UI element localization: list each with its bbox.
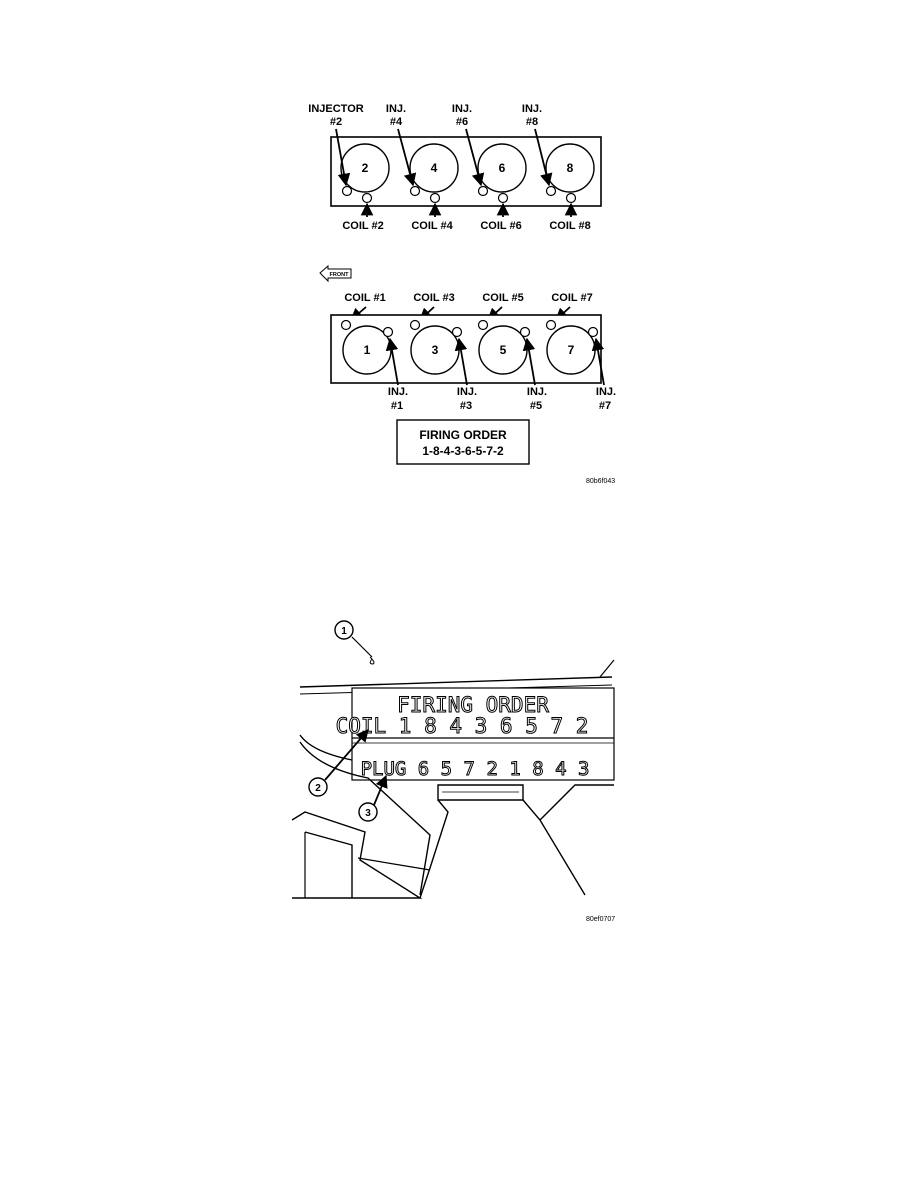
injector-8-number: #8: [526, 116, 538, 128]
cylinder-6-number: 6: [499, 161, 506, 175]
injector-7-label: INJ.: [596, 386, 616, 398]
injector-port-8: [545, 185, 557, 197]
injector-6-number: #6: [456, 116, 468, 128]
coil-port-7: [545, 319, 557, 331]
injector-1-label: INJ.: [388, 386, 408, 398]
callout-1-number: 1: [341, 626, 347, 637]
coil-port-3: [409, 319, 421, 331]
coil-5-label: COIL #5: [482, 292, 523, 304]
cylinder-3-number: 3: [432, 343, 439, 357]
coil-7-label: COIL #7: [551, 292, 592, 304]
callout-2-arrow: [324, 729, 369, 781]
injector-port-1: [382, 326, 394, 338]
coil-port-2: [361, 192, 373, 204]
figure-1-code: 80b6f043: [586, 478, 615, 485]
injector-6-arrow: [465, 128, 485, 187]
cylinder-1-number: 1: [364, 343, 371, 357]
injector-8-label: INJ.: [522, 103, 542, 115]
injector-7-arrow: [591, 337, 605, 386]
firing-order-decal-illustration: 1 FIRING ORDER COIL 1 8 4 3 6 5 7 2 PLUG…: [291, 620, 615, 923]
callout-3-number: 3: [365, 808, 371, 819]
front-arrow: FRONT: [319, 264, 352, 283]
front-label: FRONT: [330, 272, 350, 278]
callout-2: [308, 777, 328, 797]
decal-coil-line: COIL 1 8 4 3 6 5 7 2: [336, 714, 589, 738]
injector-port-6: [477, 185, 489, 197]
decal-title: FIRING ORDER: [397, 693, 549, 717]
coil-port-8: [565, 192, 577, 204]
callout-2-number: 2: [315, 783, 321, 794]
injector-4-label: INJ.: [386, 103, 406, 115]
injector-8-arrow: [534, 128, 553, 187]
injector-port-4: [409, 185, 421, 197]
cylinder-8: [545, 143, 595, 193]
injector-1-arrow: [385, 337, 399, 386]
coil-8-label: COIL #8: [549, 220, 590, 232]
engine-firing-diagram: INJECTOR #2 INJ. #4 INJ. #6 INJ. #8 2 4 …: [308, 103, 616, 485]
cylinder-2: [340, 143, 390, 193]
cylinder-4: [409, 143, 459, 193]
injector-7-number: #7: [599, 400, 611, 412]
cylinder-2-number: 2: [362, 161, 369, 175]
coil-2-label: COIL #2: [342, 220, 383, 232]
injector-3-number: #3: [460, 400, 472, 412]
coil-port-4: [429, 192, 441, 204]
figure-2-code: 80ef0707: [586, 916, 615, 923]
decal-plug-line: PLUG 6 5 7 2 1 8 4 3: [361, 758, 590, 780]
firing-order-box: [396, 419, 530, 465]
injector-3-arrow: [454, 337, 468, 386]
injector-4-arrow: [397, 128, 417, 187]
coil-4-label: COIL #4: [411, 220, 453, 232]
cylinder-4-number: 4: [431, 161, 438, 175]
firing-order-value: 1-8-4-3-6-5-7-2: [422, 444, 504, 458]
injector-5-label: INJ.: [527, 386, 547, 398]
injector-5-number: #5: [530, 400, 542, 412]
firing-order-title: FIRING ORDER: [419, 428, 507, 442]
injector-6-label: INJ.: [452, 103, 472, 115]
coil-port-1: [340, 319, 352, 331]
injector-port-5: [519, 326, 531, 338]
coil-3-label: COIL #3: [413, 292, 454, 304]
callout-3: [358, 802, 378, 822]
callout-1-leader: [351, 636, 373, 658]
callout-1: [334, 620, 354, 640]
cylinder-8-number: 8: [567, 161, 574, 175]
injector-2-label: INJECTOR: [308, 103, 363, 115]
cylinder-7-number: 7: [568, 343, 575, 357]
injector-port-2: [341, 185, 353, 197]
injector-port-3: [451, 326, 463, 338]
injector-port-7: [587, 326, 599, 338]
callout-3-arrow: [373, 774, 388, 806]
injector-2-number: #2: [330, 116, 342, 128]
injector-2-arrow: [335, 128, 351, 187]
cylinder-5-number: 5: [500, 343, 507, 357]
injector-5-arrow: [522, 337, 536, 386]
injector-3-label: INJ.: [457, 386, 477, 398]
coil-1-label: COIL #1: [344, 292, 385, 304]
decal-plate: [351, 687, 615, 781]
coil-port-6: [497, 192, 509, 204]
injector-4-number: #4: [390, 116, 403, 128]
cylinder-6: [477, 143, 527, 193]
coil-port-5: [477, 319, 489, 331]
injector-1-number: #1: [391, 400, 403, 412]
coil-6-label: COIL #6: [480, 220, 521, 232]
